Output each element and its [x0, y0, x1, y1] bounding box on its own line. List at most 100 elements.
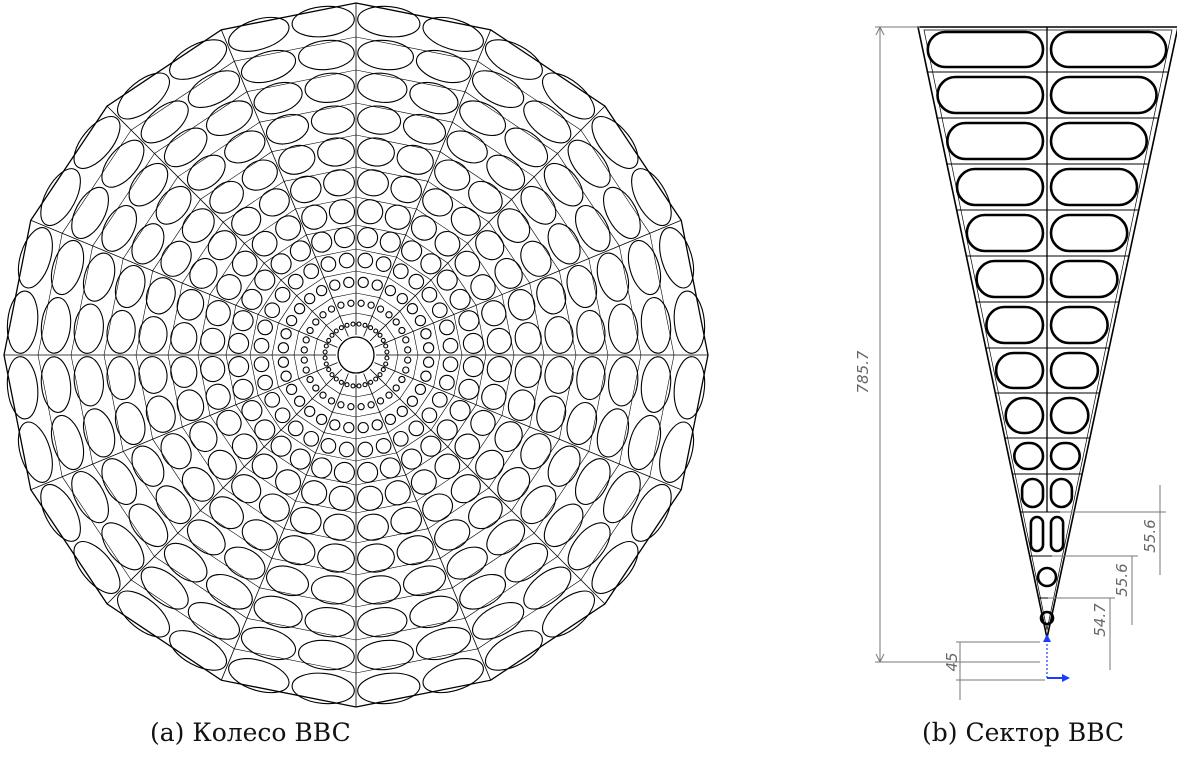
scintillator-cell: [422, 356, 435, 368]
scintillator-cell: [328, 485, 355, 511]
scintillator-cell: [596, 408, 630, 458]
scintillator-cell: [224, 546, 266, 580]
scintillator-cell: [410, 469, 437, 495]
scintillator-cell: [278, 535, 316, 566]
scintillator-cell: [470, 274, 496, 301]
scintillator-cell: [251, 230, 278, 257]
scintillator-cell: [454, 433, 481, 460]
scintillator-cell: [362, 382, 368, 388]
sector-cell: [1049, 477, 1074, 509]
scintillator-cell: [484, 630, 543, 671]
scintillator-cell: [357, 607, 408, 638]
scintillator-cell: [231, 250, 258, 277]
scintillator-cell: [409, 595, 459, 629]
scintillator-cell: [138, 316, 168, 354]
scintillator-cell: [40, 297, 72, 354]
scintillator-cell: [291, 672, 355, 705]
scintillator-cell: [574, 458, 611, 505]
scintillator-cell: [306, 326, 314, 335]
scintillator-cell: [82, 408, 116, 458]
scintillator-cell: [114, 401, 146, 446]
scintillator-cell: [128, 162, 169, 207]
scintillator-cell: [163, 542, 208, 583]
scintillator-cell: [216, 274, 242, 301]
sector-cell: [936, 75, 1045, 115]
sector-cell: [1020, 477, 1045, 509]
scintillator-cell: [385, 391, 393, 399]
scintillator-cell: [377, 332, 383, 338]
scintillator-cell: [181, 208, 215, 243]
wheel-ring: [135, 134, 577, 576]
scintillator-cell: [368, 379, 374, 385]
scintillator-cell: [547, 223, 581, 265]
scintillator-cell: [189, 257, 218, 289]
wheel-spoke: [363, 29, 492, 337]
scintillator-cell: [315, 284, 328, 297]
scintillator-cell: [401, 240, 423, 262]
scintillator-cell: [450, 206, 481, 236]
scintillator-cell: [659, 421, 695, 483]
scintillator-cell: [384, 355, 390, 361]
scintillator-cell: [402, 113, 447, 145]
scintillator-cell: [401, 448, 423, 470]
scintillator-cell: [367, 401, 375, 409]
scintillator-cell: [507, 289, 536, 321]
scintillator-cell: [357, 513, 389, 541]
scintillator-cell: [357, 672, 421, 705]
scintillator-cell: [659, 227, 695, 289]
scintillator-cell: [436, 419, 458, 441]
scintillator-cell: [114, 264, 146, 309]
scintillator-cell: [406, 303, 419, 315]
wheel-ring: [103, 102, 609, 608]
scintillator-cell: [402, 565, 447, 597]
dimension-second-cell-label: 55.6: [1113, 563, 1131, 596]
scintillator-cell: [673, 356, 706, 420]
scintillator-cell: [574, 205, 611, 252]
scintillator-cell: [371, 419, 383, 431]
scintillator-cell: [169, 630, 228, 671]
scintillator-cell: [481, 300, 507, 327]
scintillator-cell: [514, 322, 542, 354]
scintillator-cell: [379, 457, 401, 479]
sector-caption: (b) Сектор BBC: [922, 718, 1125, 747]
scintillator-cell: [357, 461, 379, 483]
scintillator-cell: [163, 127, 208, 168]
scintillator-cell: [566, 401, 598, 446]
scintillator-cell: [329, 419, 341, 431]
scintillator-cell: [181, 467, 215, 502]
scintillator-cell: [596, 252, 630, 302]
sector-inner-outline: [923, 29, 1173, 631]
scintillator-cell: [422, 16, 484, 52]
scintillator-cell: [523, 100, 572, 144]
scintillator-cell: [73, 303, 104, 354]
scintillator-cell: [380, 367, 386, 373]
scintillator-cell: [520, 185, 557, 225]
scintillator-cell: [591, 116, 639, 169]
scintillator-cell: [357, 543, 395, 573]
scintillator-cell: [486, 356, 512, 383]
scintillator-cell: [392, 318, 400, 326]
scintillator-cell: [357, 276, 369, 289]
scintillator-cell: [543, 503, 584, 548]
scintillator-cell: [323, 361, 329, 367]
scintillator-cell: [376, 397, 385, 405]
scintillator-cell: [186, 519, 226, 556]
scintillator-cell: [542, 72, 595, 120]
scintillator-cell: [343, 421, 355, 434]
scintillator-cell: [312, 318, 320, 326]
scintillator-cell: [347, 403, 355, 411]
dimension-third-cell: [1060, 485, 1166, 575]
sector-cell: [1049, 75, 1158, 115]
scintillator-cell: [356, 383, 362, 389]
scintillator-cell: [187, 602, 240, 640]
scintillator-cell: [484, 39, 543, 80]
scintillator-cell: [231, 206, 262, 236]
sector-cell: [1049, 259, 1119, 299]
scintillator-cell: [431, 391, 448, 408]
sector-cell: [994, 351, 1045, 390]
scintillator-cell: [373, 376, 379, 382]
scintillator-cell: [155, 485, 192, 525]
scintillator-cell: [228, 658, 290, 694]
scintillator-cell: [319, 391, 327, 399]
sector-cell: [1049, 305, 1109, 345]
